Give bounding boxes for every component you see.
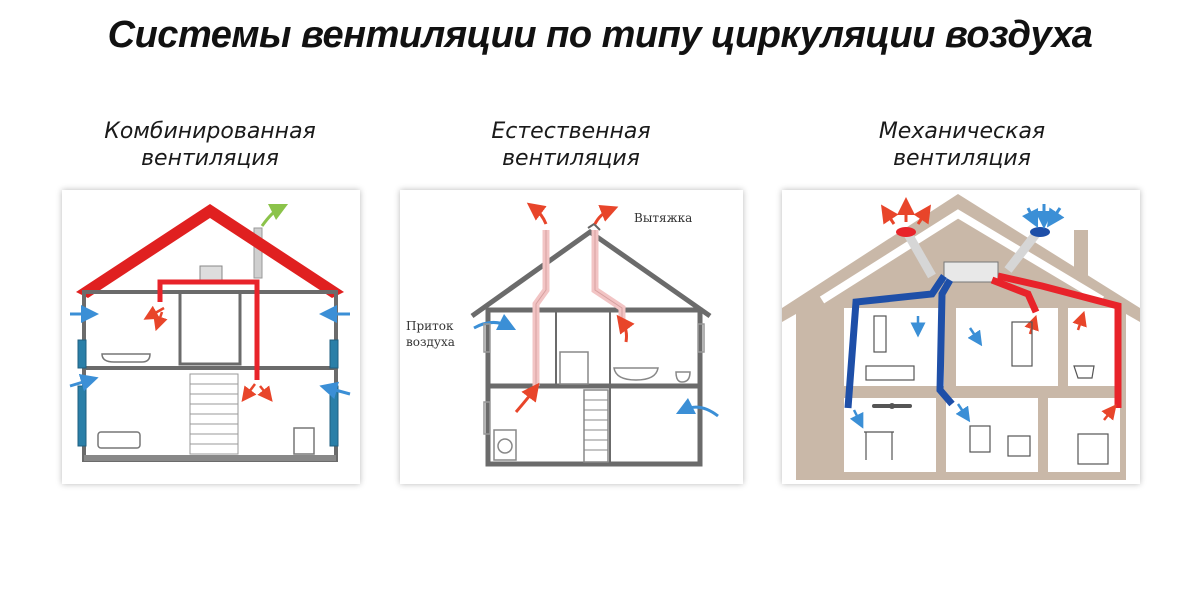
stairs [189,373,239,455]
label-exhaust: Вытяжка [634,211,692,225]
stairs [583,389,609,463]
house-combined-diagram [69,203,351,462]
house-walls [82,290,338,462]
exhaust-arrow-green [260,203,289,227]
furniture [493,351,691,461]
supply-windows [77,339,339,447]
caption-combined-line2: вентиляция [141,146,279,171]
caption-natural-line1: Естественная [491,119,651,144]
panel-combined [62,190,360,484]
chimney [253,227,263,279]
house-mechanical-diagram [782,194,1140,480]
supply-duct [844,274,947,409]
windows [483,323,705,435]
ceiling-fan [872,403,912,409]
ventilation-unit [199,265,223,281]
furniture [864,315,1109,465]
panel-natural: Вытяжка Приток воздуха [400,190,743,484]
caption-natural: Естественная вентиляция [411,118,731,172]
roof [470,228,712,319]
rooms [844,308,1120,472]
label-supply-line2: воздуха [406,335,455,349]
exhaust-duct [997,272,1122,408]
panel-mechanical [782,190,1140,484]
page-title: Системы вентиляции по типу циркуляции во… [107,14,1093,56]
furniture [97,353,315,455]
caption-natural-line2: вентиляция [502,146,640,171]
caption-mechanical: Механическая вентиляция [802,118,1122,172]
caption-combined-line1: Комбинированная [104,119,316,144]
caption-mechanical-line1: Механическая [878,119,1046,144]
label-supply-line1: Приток [406,319,454,333]
ventilation-unit [943,261,999,283]
caption-mechanical-line2: вентиляция [893,146,1031,171]
intake-cap [1030,227,1050,237]
caption-combined: Комбинированная вентиляция [50,118,370,172]
exhaust-duct [157,279,260,380]
exhaust-cap [896,227,916,237]
house-natural-diagram: Вытяжка Приток воздуха [406,202,719,467]
